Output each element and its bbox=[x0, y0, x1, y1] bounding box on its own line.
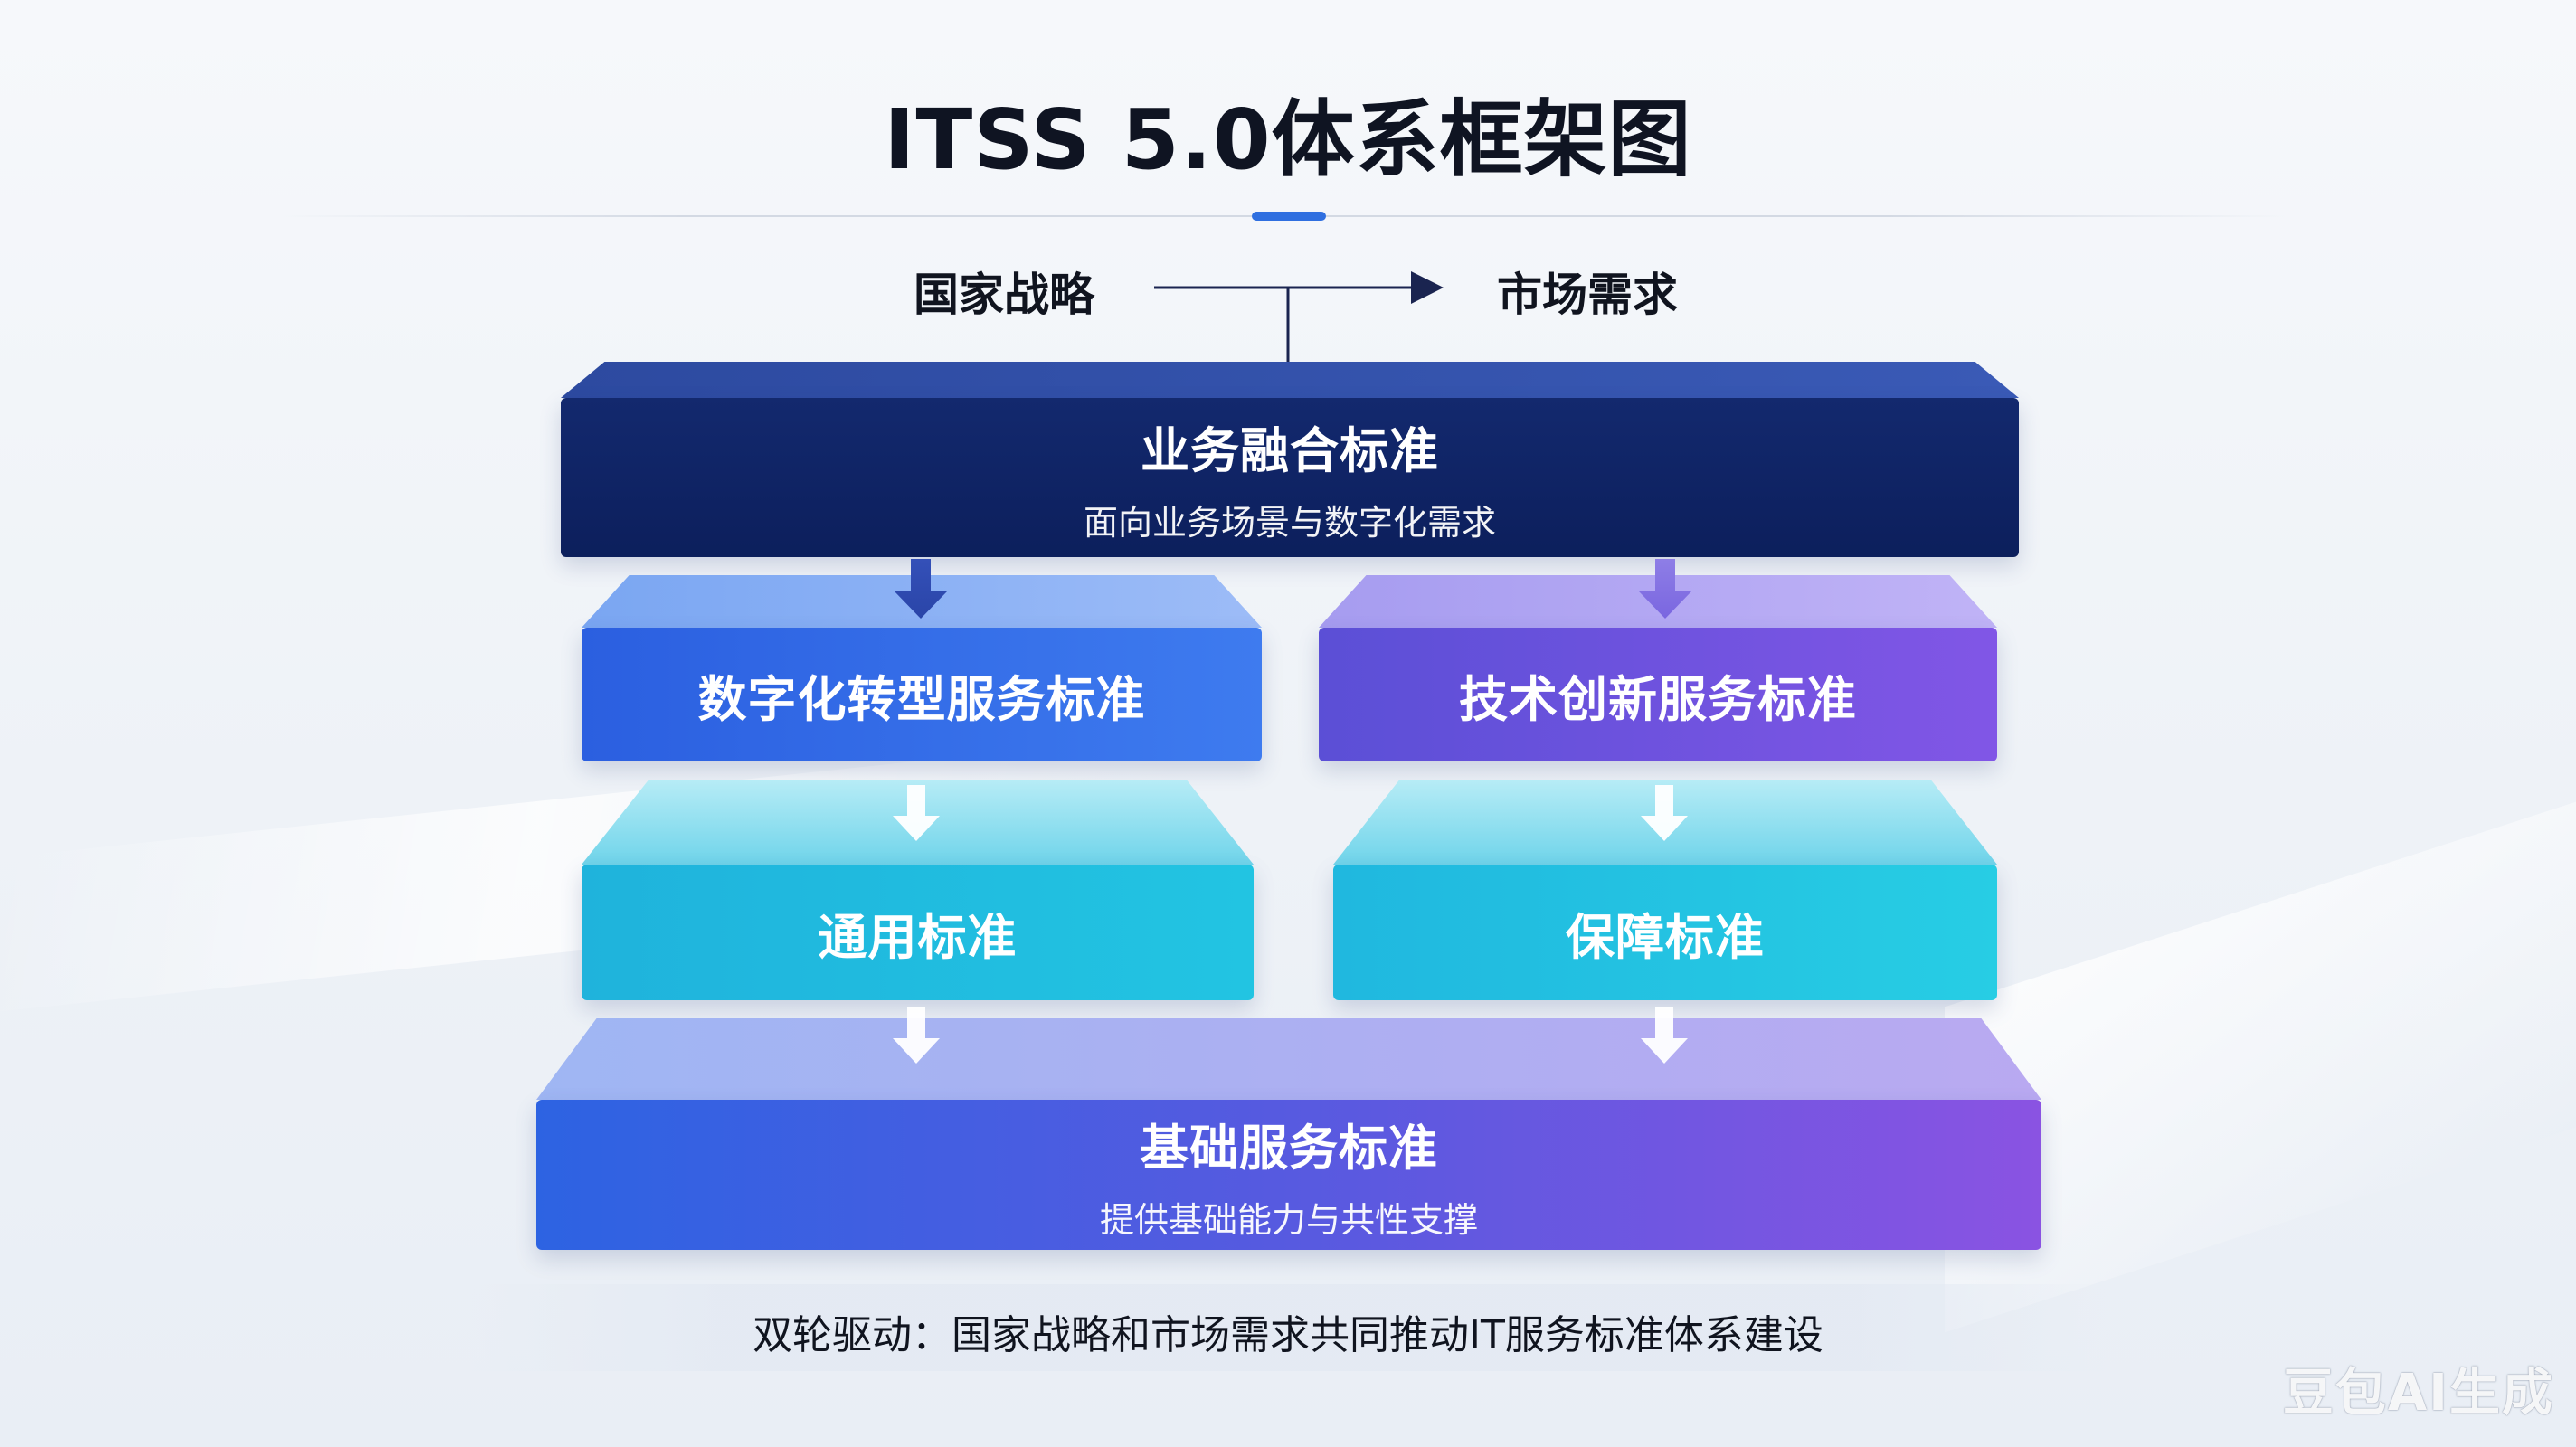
layer-label: 业务融合标准 bbox=[1141, 422, 1439, 479]
driver-connector bbox=[1154, 271, 1444, 362]
slab-front-face: 保障标准 bbox=[1333, 865, 1997, 1000]
arrow-down-icon bbox=[893, 785, 940, 841]
layer-label: 数字化转型服务标准 bbox=[697, 670, 1146, 728]
slab-top-face bbox=[561, 362, 2019, 398]
layer-business-integration: 业务融合标准 面向业务场景与数字化需求 bbox=[561, 362, 2019, 557]
driver-national-strategy: 国家战略 bbox=[914, 269, 1094, 321]
slab-front-face: 通用标准 bbox=[582, 865, 1254, 1000]
layer-label: 通用标准 bbox=[818, 908, 1018, 966]
slab-front-face: 数字化转型服务标准 bbox=[582, 628, 1262, 761]
arrow-down-icon bbox=[893, 1007, 940, 1064]
layer-label: 技术创新服务标准 bbox=[1459, 670, 1857, 728]
footer-caption: 双轮驱动：国家战略和市场需求共同推动IT服务标准体系建设 bbox=[753, 1312, 1823, 1358]
layer-description: 提供基础能力与共性支撑 bbox=[1099, 1200, 1478, 1240]
layer-label: 保障标准 bbox=[1566, 908, 1765, 966]
arrow-down-icon bbox=[895, 559, 947, 619]
arrow-down-icon bbox=[1641, 785, 1688, 841]
layer-technology-innovation: 技术创新服务标准 bbox=[1319, 575, 1997, 761]
watermark-logo: 豆包AI生成 bbox=[2282, 1364, 2554, 1423]
slab-front-face: 基础服务标准 提供基础能力与共性支撑 bbox=[536, 1100, 2041, 1250]
layer-digital-transformation: 数字化转型服务标准 bbox=[582, 575, 1262, 761]
arrow-down-icon bbox=[1639, 559, 1691, 619]
page-title: ITSS 5.0体系框架图 bbox=[884, 91, 1692, 188]
layer-flow-arrows bbox=[893, 559, 1691, 1064]
layer-basic-services: 基础服务标准 提供基础能力与共性支撑 bbox=[536, 1018, 2041, 1250]
driver-market-demand: 市场需求 bbox=[1497, 269, 1678, 321]
layer-general-standards: 通用标准 bbox=[582, 780, 1254, 1000]
title-accent-bar bbox=[1252, 212, 1326, 221]
arrow-down-icon bbox=[1641, 1007, 1688, 1064]
slab-front-face: 技术创新服务标准 bbox=[1319, 628, 1997, 761]
slab-front-face: 业务融合标准 面向业务场景与数字化需求 bbox=[561, 398, 2019, 557]
layer-label: 基础服务标准 bbox=[1140, 1120, 1438, 1177]
layer-description: 面向业务场景与数字化需求 bbox=[1083, 503, 1496, 543]
footer-band bbox=[470, 1284, 2106, 1371]
slab-top-face bbox=[536, 1018, 2041, 1100]
